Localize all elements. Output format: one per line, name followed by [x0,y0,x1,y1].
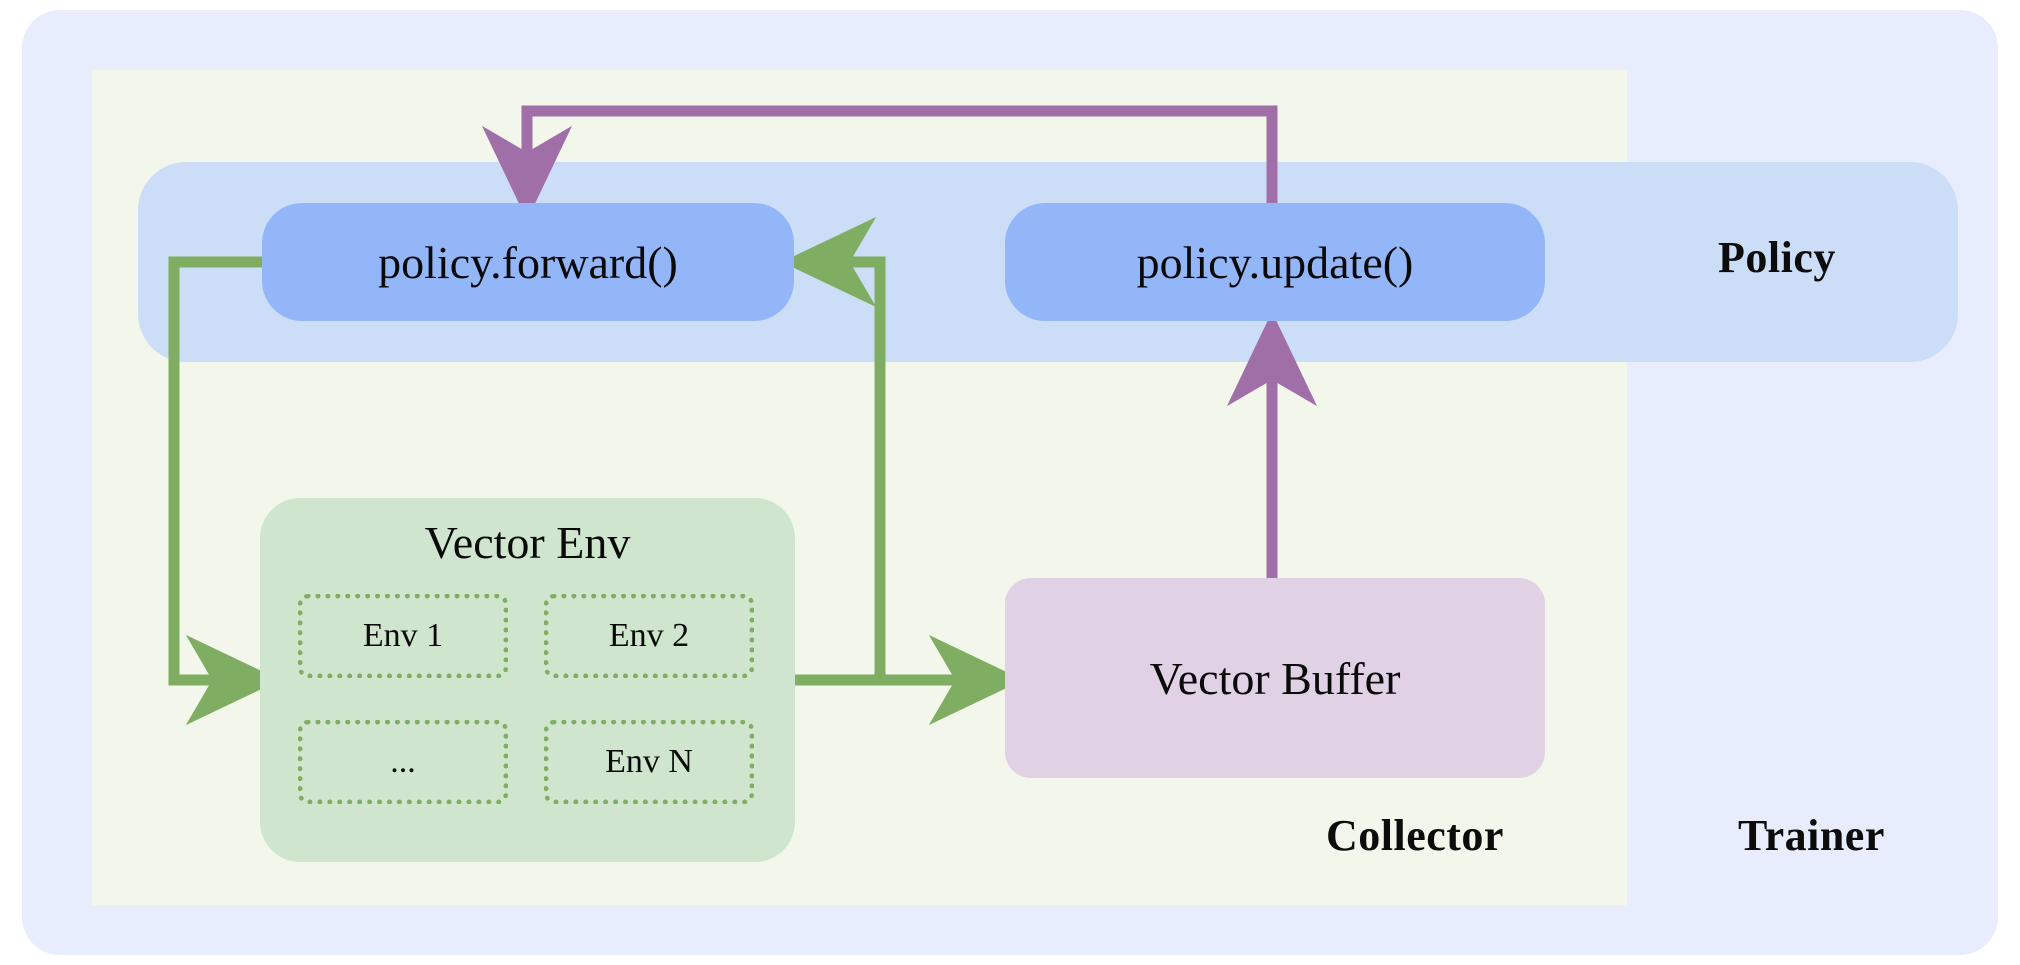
env-cell[interactable]: ... [298,720,508,804]
env-cell[interactable]: Env 1 [298,594,508,678]
node-policy-forward[interactable]: policy.forward() [262,203,794,321]
collector-zone-label: Collector [1326,811,1504,860]
env-grid: Env 1 Env 2 ... Env N [298,594,756,804]
env-cell[interactable]: Env 2 [544,594,754,678]
policy-zone-label: Policy [1718,233,1836,282]
node-vector-buffer[interactable]: Vector Buffer [1005,578,1545,778]
node-policy-update[interactable]: policy.update() [1005,203,1545,321]
env-cell[interactable]: Env N [544,720,754,804]
vector-env-title: Vector Env [424,517,631,568]
node-vector-env[interactable]: Vector Env Env 1 Env 2 ... Env N [260,498,795,862]
trainer-zone-label: Trainer [1738,811,1885,860]
